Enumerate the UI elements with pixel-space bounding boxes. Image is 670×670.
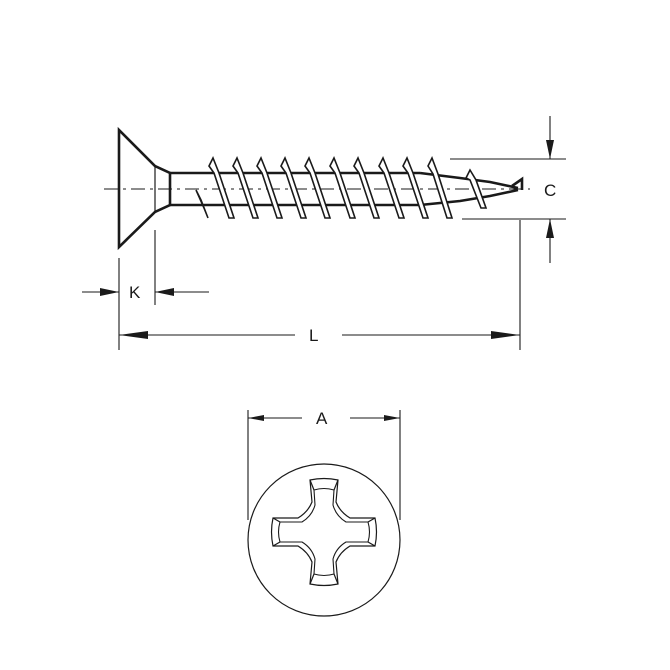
screw-head-top-view xyxy=(247,463,401,617)
dimension-c: C xyxy=(450,116,566,263)
head-outline xyxy=(247,463,401,617)
dimension-a: A xyxy=(247,409,401,520)
dimension-k: K xyxy=(82,230,209,350)
dimension-label-l: L xyxy=(309,326,318,345)
thread-partial xyxy=(195,189,209,219)
dimension-l: L xyxy=(119,220,521,350)
dimension-label-k: K xyxy=(129,283,141,302)
thread-crests xyxy=(208,156,488,219)
tip-point xyxy=(511,176,524,190)
dimension-label-a: A xyxy=(316,409,328,428)
dimension-label-c: C xyxy=(544,181,556,200)
screw-side-view xyxy=(104,126,530,251)
